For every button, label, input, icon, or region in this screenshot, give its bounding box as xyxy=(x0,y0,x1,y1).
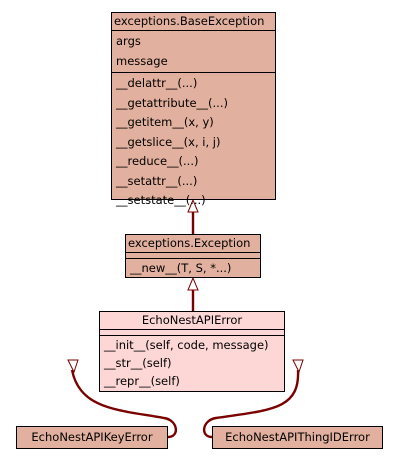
inherit-arrowhead-right xyxy=(292,359,304,374)
class-name: exceptions.BaseException xyxy=(114,14,265,28)
attributes-compartment xyxy=(100,329,284,335)
class-name: EchoNestAPIKeyError xyxy=(31,430,153,444)
class-box-echonest-api-key-error[interactable]: EchoNestAPIKeyError xyxy=(16,426,168,449)
attributes-compartment: args message xyxy=(112,30,275,72)
methods-compartment: __new__(T, S, *...) xyxy=(126,258,260,277)
link-thingiderror-to-apierror xyxy=(203,369,300,439)
method-repr: __repr__(self) xyxy=(104,374,180,388)
methods-compartment: __delattr__(...) __getattribute__(...) _… xyxy=(112,72,275,212)
method-setstate: __setstate__(...) xyxy=(116,193,206,207)
class-box-base-exception[interactable]: exceptions.BaseException args message __… xyxy=(111,12,276,207)
inherit-arrowhead-exception xyxy=(187,276,199,291)
link-keyerror-to-apierror xyxy=(70,369,177,439)
attribute-args: args xyxy=(116,34,141,48)
method-init: __init__(self, code, message) xyxy=(104,338,269,352)
inherit-arrowhead-left xyxy=(67,359,79,374)
method-getattribute: __getattribute__(...) xyxy=(116,95,228,110)
method-str: __str__(self) xyxy=(104,356,172,370)
class-box-echonest-api-thing-id-error[interactable]: EchoNestAPIThingIDError xyxy=(212,426,383,449)
method-getslice: __getslice__(x, i, j) xyxy=(116,134,221,149)
method-new: __new__(T, S, *...) xyxy=(130,261,232,275)
class-name: EchoNestAPIError xyxy=(141,313,243,327)
attribute-message: message xyxy=(116,53,168,68)
method-setattr: __setattr__(...) xyxy=(116,173,198,188)
class-box-exception[interactable]: exceptions.Exception __new__(T, S, *...) xyxy=(125,234,261,278)
inherit-arrowhead-baseexception xyxy=(187,198,199,213)
method-delattr: __delattr__(...) xyxy=(116,76,198,90)
attributes-compartment xyxy=(126,252,260,258)
class-box-echonest-api-error[interactable]: EchoNestAPIError __init__(self, code, me… xyxy=(99,311,285,392)
method-reduce: __reduce__(...) xyxy=(116,154,199,168)
class-name: exceptions.Exception xyxy=(128,236,251,250)
class-name: EchoNestAPIThingIDError xyxy=(225,430,370,444)
method-getitem: __getitem__(x, y) xyxy=(116,115,214,129)
methods-compartment: __init__(self, code, message) __str__(se… xyxy=(100,335,284,391)
